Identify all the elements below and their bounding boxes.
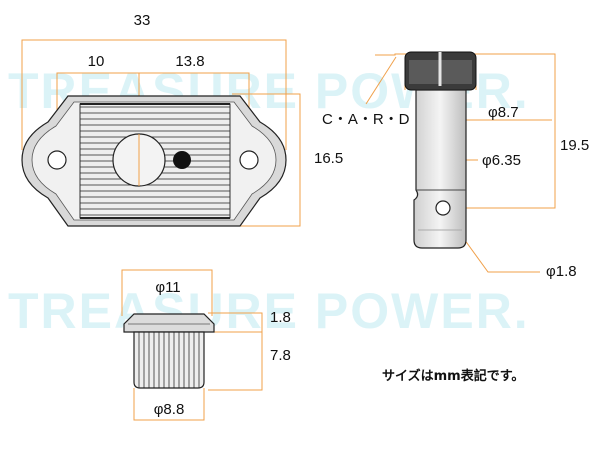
knob-body — [133, 331, 205, 389]
dim-head-diameter: φ8.7 — [488, 104, 519, 121]
mounting-hole-right — [239, 150, 259, 170]
dim-body-diameter: φ8.8 — [154, 401, 185, 418]
unit-note: サイズはmm表記です。 — [382, 368, 524, 384]
top-view: 33 10 13.8 16.5 — [21, 12, 343, 227]
knob-flange — [123, 313, 215, 333]
side-view: C・A・R・D φ8.7 φ6.35 19.5 φ1.8 — [322, 51, 589, 280]
dim-flange-thickness: 1.8 — [270, 309, 291, 326]
dim-center-to-edge: 13.8 — [175, 53, 204, 70]
dim-height: 16.5 — [314, 150, 343, 167]
post-shaft — [413, 89, 467, 249]
post-dot — [173, 151, 191, 169]
mounting-hole-left — [47, 150, 67, 170]
head-label: C・A・R・D — [322, 111, 410, 128]
knob-view: φ11 1.8 7.8 φ8.8 — [121, 269, 291, 421]
dim-shaft-diameter: φ6.35 — [482, 152, 521, 169]
dim-hole-pitch: 10 — [88, 53, 105, 70]
dim-width-total: 33 — [134, 12, 151, 29]
string-hole — [435, 200, 451, 216]
watermark-bottom: TREASURE POWER. — [8, 283, 530, 339]
dim-knob-height: 7.8 — [270, 347, 291, 364]
dim-flange-diameter: φ11 — [155, 279, 180, 296]
dim-length: 19.5 — [560, 137, 589, 154]
dim-hole-diameter: φ1.8 — [546, 263, 577, 280]
